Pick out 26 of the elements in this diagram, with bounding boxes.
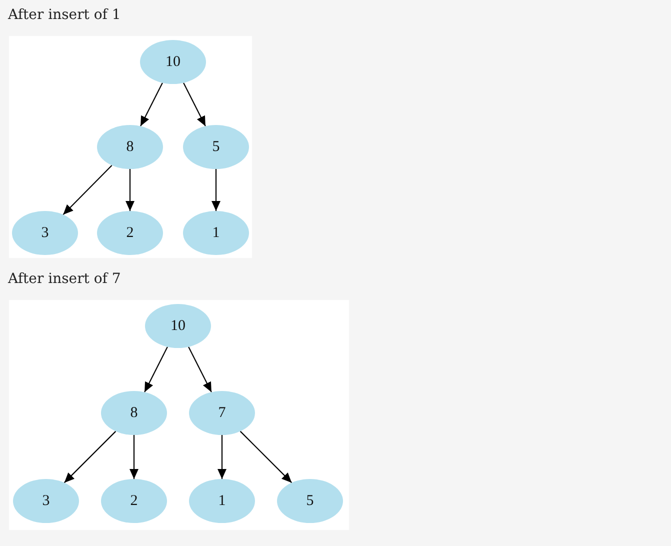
tree-node-ellipse: 8 [101, 391, 167, 435]
arrow [130, 435, 138, 479]
tree-node-ellipse: 7 [189, 391, 255, 435]
tree-node-ellipse: 5 [183, 125, 249, 169]
tree-node-ellipse: 10 [145, 304, 211, 348]
arrow [126, 169, 134, 211]
panel-heading: After insert of 7 [8, 271, 121, 287]
tree-node-ellipse: 2 [97, 211, 163, 255]
arrow [62, 164, 112, 216]
arrow [188, 346, 212, 392]
arrow [140, 82, 163, 126]
arrow [212, 169, 220, 211]
tree-node-ellipse: 10 [140, 40, 206, 84]
tree-node-ellipse: 1 [189, 479, 255, 523]
arrow [183, 82, 206, 126]
tree-node-ellipse: 8 [97, 125, 163, 169]
tree-node-ellipse: 1 [183, 211, 249, 255]
arrow [144, 346, 168, 392]
tree-node-ellipse: 2 [101, 479, 167, 523]
arrow [240, 430, 292, 484]
tree-node-ellipse: 3 [13, 479, 79, 523]
tree-node-ellipse: 5 [277, 479, 343, 523]
arrow [218, 435, 226, 479]
arrow [64, 430, 116, 484]
panel-heading: After insert of 1 [8, 7, 121, 23]
tree-node-ellipse: 3 [12, 211, 78, 255]
